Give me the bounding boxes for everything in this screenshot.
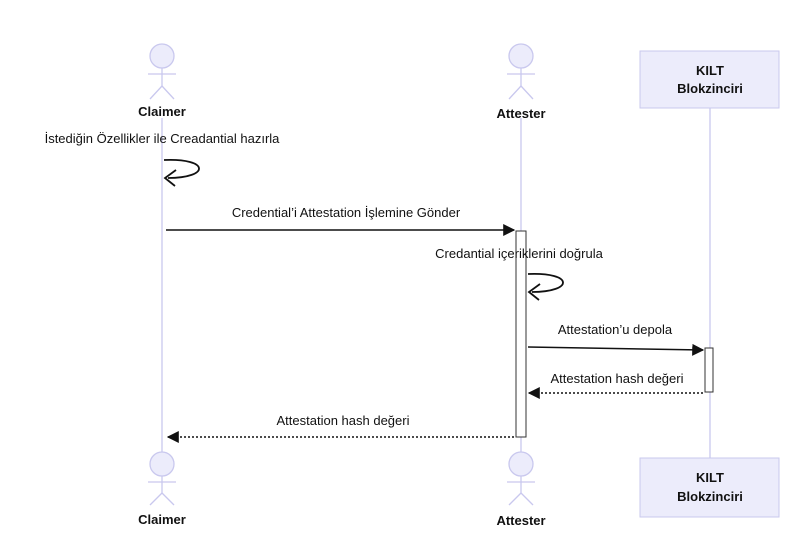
attester-label-bottom: Attester <box>496 513 545 528</box>
attester-activation-bar <box>515 230 527 438</box>
self-loop-arrowhead <box>527 283 541 301</box>
attester-actor-top: Attester <box>496 43 546 121</box>
message-label-4: Attestation’u depola <box>558 322 673 337</box>
claimer-actor-bottom: Claimer <box>138 451 186 527</box>
self-loop-arrow <box>163 159 200 179</box>
kilt-participant-top: KILT Blokzinciri <box>639 50 780 109</box>
kilt-participant-bottom: KILT Blokzinciri <box>639 457 780 518</box>
message-label-5: Attestation hash değeri <box>551 371 684 386</box>
participant-box <box>639 457 780 518</box>
message-arrow-4 <box>527 343 705 356</box>
person-icon <box>507 451 535 506</box>
person-icon <box>507 43 535 100</box>
participant-box <box>639 50 780 109</box>
attester-actor-bottom: Attester <box>496 451 546 528</box>
message-label-6: Attestation hash değeri <box>277 413 410 428</box>
kilt-label-line1-top: KILT <box>696 63 724 78</box>
message-label-2: Credential’i Attestation İşlemine Gönder <box>232 205 461 220</box>
message-label-1: İstediğin Özellikler ile Creadantial haz… <box>45 131 281 146</box>
kilt-label-line2-bottom: Blokzinciri <box>677 489 743 504</box>
message-label-3: Credantial içeriklerini doğrula <box>435 246 603 261</box>
claimer-label-bottom: Claimer <box>138 512 186 527</box>
self-loop-arrow <box>527 273 564 293</box>
kilt-label-line1-bottom: KILT <box>696 470 724 485</box>
claimer-actor-top: Claimer <box>138 43 186 119</box>
person-icon <box>148 451 176 506</box>
claimer-label-top: Claimer <box>138 104 186 119</box>
self-loop-arrowhead <box>163 169 177 187</box>
kilt-label-line2-top: Blokzinciri <box>677 81 743 96</box>
attester-label-top: Attester <box>496 106 545 121</box>
person-icon <box>148 43 176 100</box>
kilt-activation-bar <box>704 347 714 393</box>
